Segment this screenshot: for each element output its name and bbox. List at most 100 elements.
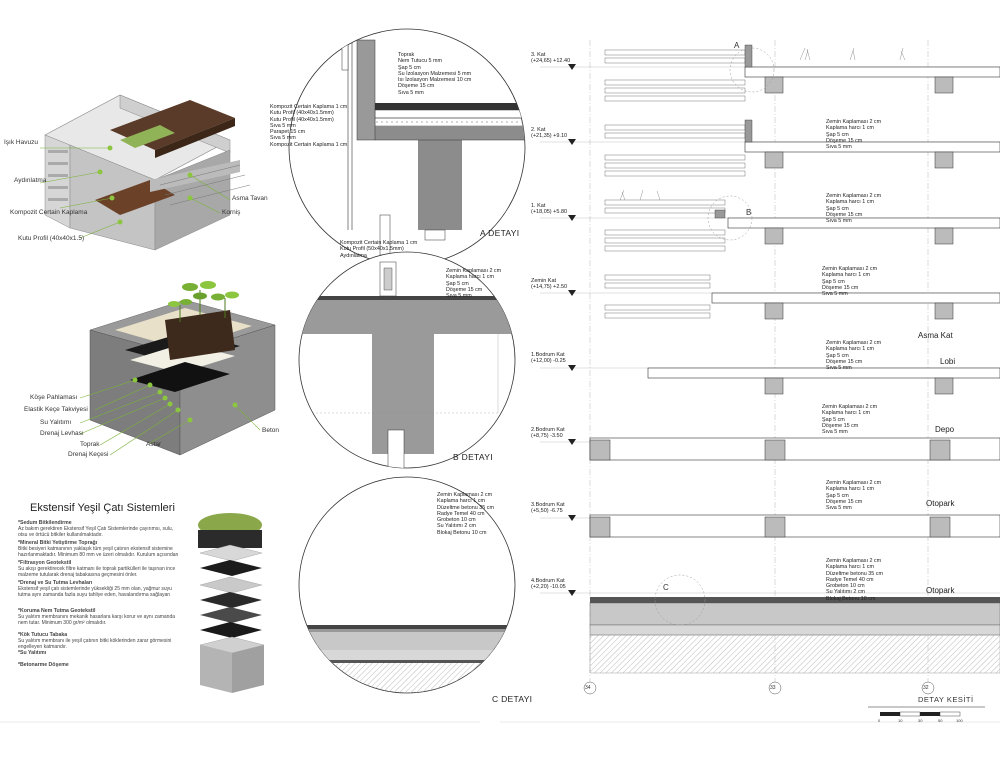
- detail-a-left-line-4: Parapet 15 cm: [270, 129, 306, 136]
- ekstensif-note-head-1: *Mineral Bitki Yetiştirme Toprağı: [18, 540, 98, 546]
- ekstensif-note-head-2: *Filtrasyon Geotekstil: [18, 560, 72, 566]
- level-6: 3.Bodrum Kat(+5,50) -6.75: [531, 502, 565, 515]
- level-name-5: 2.Bodrum Kat: [531, 427, 565, 433]
- detail-b-line-2: Şap 5 cm: [446, 280, 469, 287]
- iso-label-composite-cladding: Kompozit Certain Kaplama: [10, 209, 88, 216]
- scale-30: 30: [918, 718, 923, 723]
- ekstensif-note-7: *Betonarme Döşeme: [18, 662, 183, 668]
- iso-label-cornice: Korniş: [222, 209, 241, 216]
- axis-32: 32: [923, 685, 929, 691]
- section-floor-spec-4-line-1: Kaplama harcı 1 cm: [822, 410, 870, 417]
- room-label-parking-1: Otopark: [926, 499, 955, 508]
- level-elev-0: (+24,65) +12.40: [531, 58, 571, 65]
- detail-a-top-line-6: Sıva 5 mm: [398, 89, 424, 96]
- box-label-corner: Köşe Pahlaması: [30, 394, 78, 401]
- detail-a-top-line-2: Şap 5 cm: [398, 64, 421, 71]
- box-label-soil: Toprak: [80, 441, 100, 448]
- detail-a-top-line-5: Döşeme 15 cm: [398, 83, 435, 90]
- ekstensif-title: Ekstensif Yeşil Çatı Sistemleri: [30, 502, 175, 514]
- section-floor-spec-5-line-4: Sıva 5 mm: [826, 505, 852, 512]
- section-floor-spec-0-line-1: Kaplama harcı 1 cm: [826, 125, 874, 132]
- section-floor-spec-4-line-4: Sıva 5 mm: [822, 429, 848, 436]
- ekstensif-note-head-7: *Betonarme Döşeme: [18, 662, 69, 668]
- section-floor-spec-1-line-0: Zemin Kaplaması 2 cm: [826, 193, 882, 199]
- detail-a-top-line-3: Su İzolasyon Malzemesi 5 mm: [398, 70, 472, 77]
- level-elev-3: (+14,75) +2.50: [531, 284, 568, 291]
- axis-34: 34: [585, 685, 591, 691]
- level-name-2: 1. Kat: [531, 203, 546, 209]
- box-label-primer: Astar: [146, 441, 162, 448]
- section-floor-spec-2-line-1: Kaplama harcı 1 cm: [822, 272, 870, 279]
- box-label-drainage-board: Drenaj Levhası: [40, 430, 84, 437]
- level-elev-1: (+21,35) +9.10: [531, 133, 568, 140]
- level-elev-7: (+2,20) -10.05: [531, 584, 566, 591]
- detail-a-left-line-6: Kompozit Certain Kaplama 1 cm: [270, 141, 348, 148]
- detail-c-line-5: Su Yalıtımı 2 cm: [437, 523, 477, 530]
- ekstensif-note-text-5: Su yalıtım membranı ile yeşil çatının bi…: [18, 638, 172, 650]
- ekstensif-note-text-4: Su yalıtım membranını mekanik hasarlara …: [18, 614, 176, 626]
- section-floor-spec-0-line-4: Sıva 5 mm: [826, 144, 852, 151]
- section-base-spec-line-3: Radye Temel 40 cm: [826, 576, 874, 583]
- ekstensif-note-text-1: Bitki besiyeri katmanının yaklaşık tüm y…: [18, 546, 179, 558]
- room-label-storage: Depo: [935, 425, 955, 434]
- detail-a-bottom-line-1: Kutu Profil (50x40x1.5mm): [340, 246, 404, 253]
- section-floor-spec-3-line-4: Sıva 5 mm: [826, 365, 852, 372]
- marker-b: B: [746, 208, 752, 217]
- section-floor-spec-3-line-0: Zemin Kaplaması 2 cm: [826, 340, 882, 346]
- detail-a-left-line-2: Kutu Profil (40x40x1.5mm): [270, 116, 334, 123]
- section-floor-spec-1-line-1: Kaplama harcı 1 cm: [826, 199, 874, 206]
- detail-c-line-2: Düzeltme betonu 35 cm: [437, 504, 494, 511]
- layer-stack-drawing: [198, 513, 265, 693]
- section-floor-spec-4-line-2: Şap 5 cm: [822, 416, 845, 423]
- ekstensif-note-6: *Su Yalıtımı: [18, 650, 183, 656]
- detail-a-title: A DETAYI: [480, 228, 520, 238]
- scale-10: 10: [898, 718, 903, 723]
- detail-b-line-3: Döşeme 15 cm: [446, 286, 483, 293]
- box-leader-dots: [132, 377, 238, 423]
- section-title: DETAY KESİTİ: [918, 695, 974, 704]
- level-elev-2: (+18,05) +5.80: [531, 209, 568, 216]
- section-base-spec-line-4: Grobeton 10 cm: [826, 583, 865, 590]
- section-floor-spec-1-line-3: Döşeme 15 cm: [826, 211, 863, 218]
- level-5: 2.Bodrum Kat(+8,75) -3.50: [531, 427, 565, 440]
- detail-a-top-line-0: Toprak: [398, 52, 415, 58]
- ekstensif-note-text-0: Az bakım gerektiren Ekstensif Yeşil Çatı…: [18, 526, 174, 538]
- detail-a-bottom-line-2: Aydınlatma: [340, 252, 367, 259]
- box-leader-lines: [79, 379, 261, 456]
- level-0: 3. Kat(+24,65) +12.40: [531, 52, 570, 65]
- section-floor-spec-0-line-3: Döşeme 15 cm: [826, 137, 863, 144]
- room-label-mezzanine: Asma Kat: [918, 331, 953, 340]
- level-1: 2. Kat(+21,35) +9.10: [531, 127, 567, 140]
- section-floor-spec-5-line-0: Zemin Kaplaması 2 cm: [826, 480, 882, 486]
- level-name-3: Zemin Kat: [531, 278, 557, 284]
- section-base-spec-line-6: Blokaj Betonu 10 cm: [826, 595, 876, 602]
- detail-a-top-line-4: Isı İzolasyon Malzemesi 10 cm: [398, 77, 472, 84]
- marker-a: A: [734, 41, 740, 50]
- level-elev-4: (+12,00) -0.25: [531, 358, 566, 365]
- scale-50: 50: [938, 718, 943, 723]
- ekstensif-note-head-0: *Sedum Bitkilendirme: [18, 520, 72, 526]
- detail-c-title: C DETAYI: [492, 694, 533, 704]
- iso-label-lighting: Aydınlatma: [14, 177, 47, 184]
- detail-b-line-1: Kaplama harcı 1 cm: [446, 274, 494, 281]
- detail-a-top-line-1: Nem Tutucu 5 mm: [398, 58, 443, 65]
- ekstensif-note-head-6: *Su Yalıtımı: [18, 650, 47, 656]
- marker-c: C: [663, 583, 669, 592]
- iso-facade-drawing: [44, 94, 251, 251]
- level-elev-6: (+5,50) -6.75: [531, 508, 563, 515]
- section-floor-spec-3-line-3: Döşeme 15 cm: [826, 358, 863, 365]
- ekstensif-note-head-5: *Kök Tutucu Tabaka: [18, 632, 68, 638]
- section-floor-spec-5-line-3: Döşeme 15 cm: [826, 498, 863, 505]
- section-floor-spec-5-line-2: Şap 5 cm: [826, 492, 849, 499]
- box-label-drainage-felt: Drenaj Keçesi: [68, 451, 109, 458]
- section-base-spec-line-0: Zemin Kaplaması 2 cm: [826, 558, 882, 564]
